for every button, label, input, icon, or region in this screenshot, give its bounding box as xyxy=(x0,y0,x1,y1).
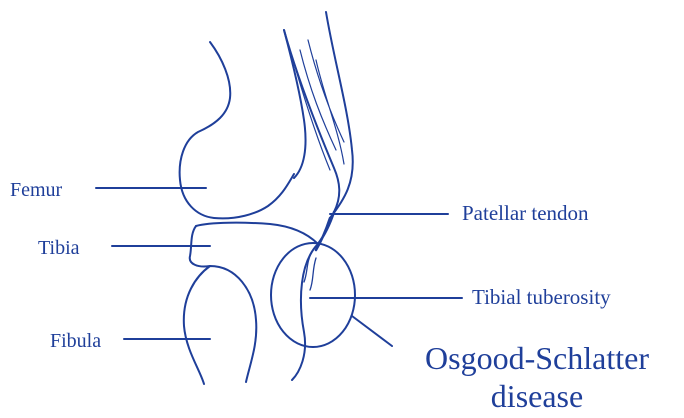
tuberosity-fragments xyxy=(304,252,316,290)
tibia-label: Tibia xyxy=(38,238,80,258)
tendon-fibers xyxy=(296,40,344,170)
tuberosity-circle xyxy=(271,243,355,347)
condition-label-line2: disease xyxy=(390,378,684,416)
condition-label-line1: Osgood-Schlatter xyxy=(390,340,684,378)
femur-shaft-right xyxy=(284,30,306,178)
condition-label: Osgood-Schlatter disease xyxy=(390,340,684,416)
disease-pointer-line xyxy=(352,316,392,346)
fibula-bone xyxy=(184,266,257,384)
femur-bone xyxy=(180,42,294,218)
tibial-tuberosity-label: Tibial tuberosity xyxy=(472,287,611,308)
fibula-label: Fibula xyxy=(50,331,101,351)
tibia-plateau xyxy=(196,223,318,244)
patellar-tendon-label: Patellar tendon xyxy=(462,203,589,224)
femur-label: Femur xyxy=(10,180,62,200)
